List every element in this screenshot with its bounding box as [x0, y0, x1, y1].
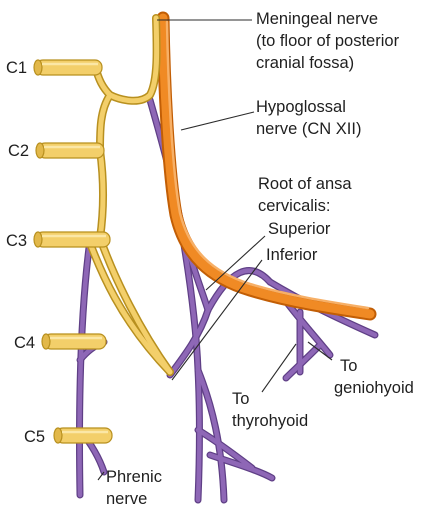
c4-root — [42, 334, 106, 349]
superior-label: Superior — [268, 220, 331, 238]
c3-label: C3 — [6, 232, 27, 250]
c5-label: C5 — [24, 428, 45, 446]
c1-label: C1 — [6, 59, 27, 77]
c3-root — [34, 232, 110, 247]
geniohyoid-label-line2: geniohyoid — [334, 379, 414, 397]
inferior-label: Inferior — [266, 246, 318, 264]
hypoglossal-label-line1: Hypoglossal — [256, 98, 346, 116]
c2-root — [36, 143, 104, 158]
root-ansa-label-line1: Root of ansa — [258, 175, 352, 193]
hypoglossal-label-line2: nerve (CN XII) — [256, 120, 361, 138]
meningeal-label-line1: Meningeal nerve — [256, 10, 378, 28]
c5-root — [54, 428, 112, 443]
c2-label: C2 — [8, 142, 29, 160]
thyrohyoid-label-line1: To — [232, 390, 249, 408]
phrenic-label-line1: Phrenic — [106, 468, 162, 486]
thyrohyoid-label-line2: thyrohyoid — [232, 412, 308, 430]
c4-label: C4 — [14, 334, 35, 352]
c1-root — [34, 60, 102, 75]
root-ansa-label-line2: cervicalis: — [258, 197, 330, 215]
meningeal-label-line3: cranial fossa) — [256, 54, 354, 72]
meningeal-label-line2: (to floor of posterior — [256, 32, 400, 50]
phrenic-label-line2: nerve — [106, 490, 147, 508]
geniohyoid-label-line1: To — [340, 357, 357, 375]
